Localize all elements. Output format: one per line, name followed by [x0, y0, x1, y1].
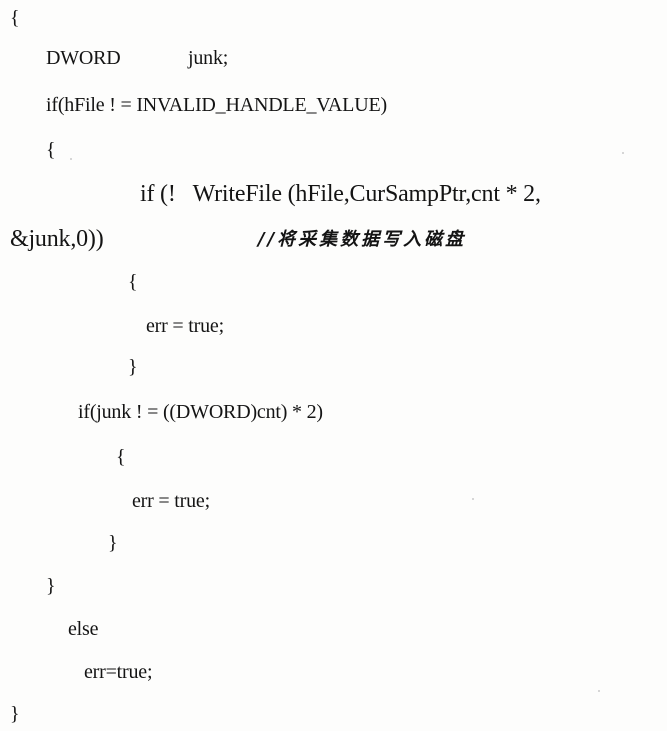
- else-keyword: else: [68, 618, 99, 640]
- variable-junk-declaration: junk;: [188, 47, 229, 69]
- code-comment: //将采集数据写入磁盘: [258, 229, 467, 250]
- brace-close-inner: }: [128, 356, 138, 378]
- scan-speck: [472, 498, 474, 500]
- err-assignment-3: err=true;: [84, 661, 153, 683]
- err-assignment-1: err = true;: [146, 315, 224, 337]
- brace-close-outer: }: [10, 703, 20, 725]
- scan-speck: [70, 158, 72, 160]
- scan-speck: [598, 690, 600, 692]
- brace-open-inner: {: [128, 271, 138, 293]
- err-assignment-2: err = true;: [132, 490, 210, 512]
- scan-speck: [622, 152, 624, 154]
- writefile-call-continuation: &junk,0)): [10, 226, 104, 252]
- if-junk-condition: if(junk ! = ((DWORD)cnt) * 2): [78, 401, 323, 423]
- type-keyword-dword: DWORD: [46, 47, 121, 69]
- brace-open-if: {: [46, 139, 56, 161]
- brace-open-outer: {: [10, 7, 20, 29]
- brace-close-junk: }: [108, 532, 118, 554]
- brace-close-if: }: [46, 575, 56, 597]
- if-hfile-condition: if(hFile ! = INVALID_HANDLE_VALUE): [46, 94, 387, 116]
- brace-open-junk: {: [116, 446, 126, 468]
- writefile-call-line: if (! WriteFile (hFile,CurSampPtr,cnt * …: [140, 181, 541, 207]
